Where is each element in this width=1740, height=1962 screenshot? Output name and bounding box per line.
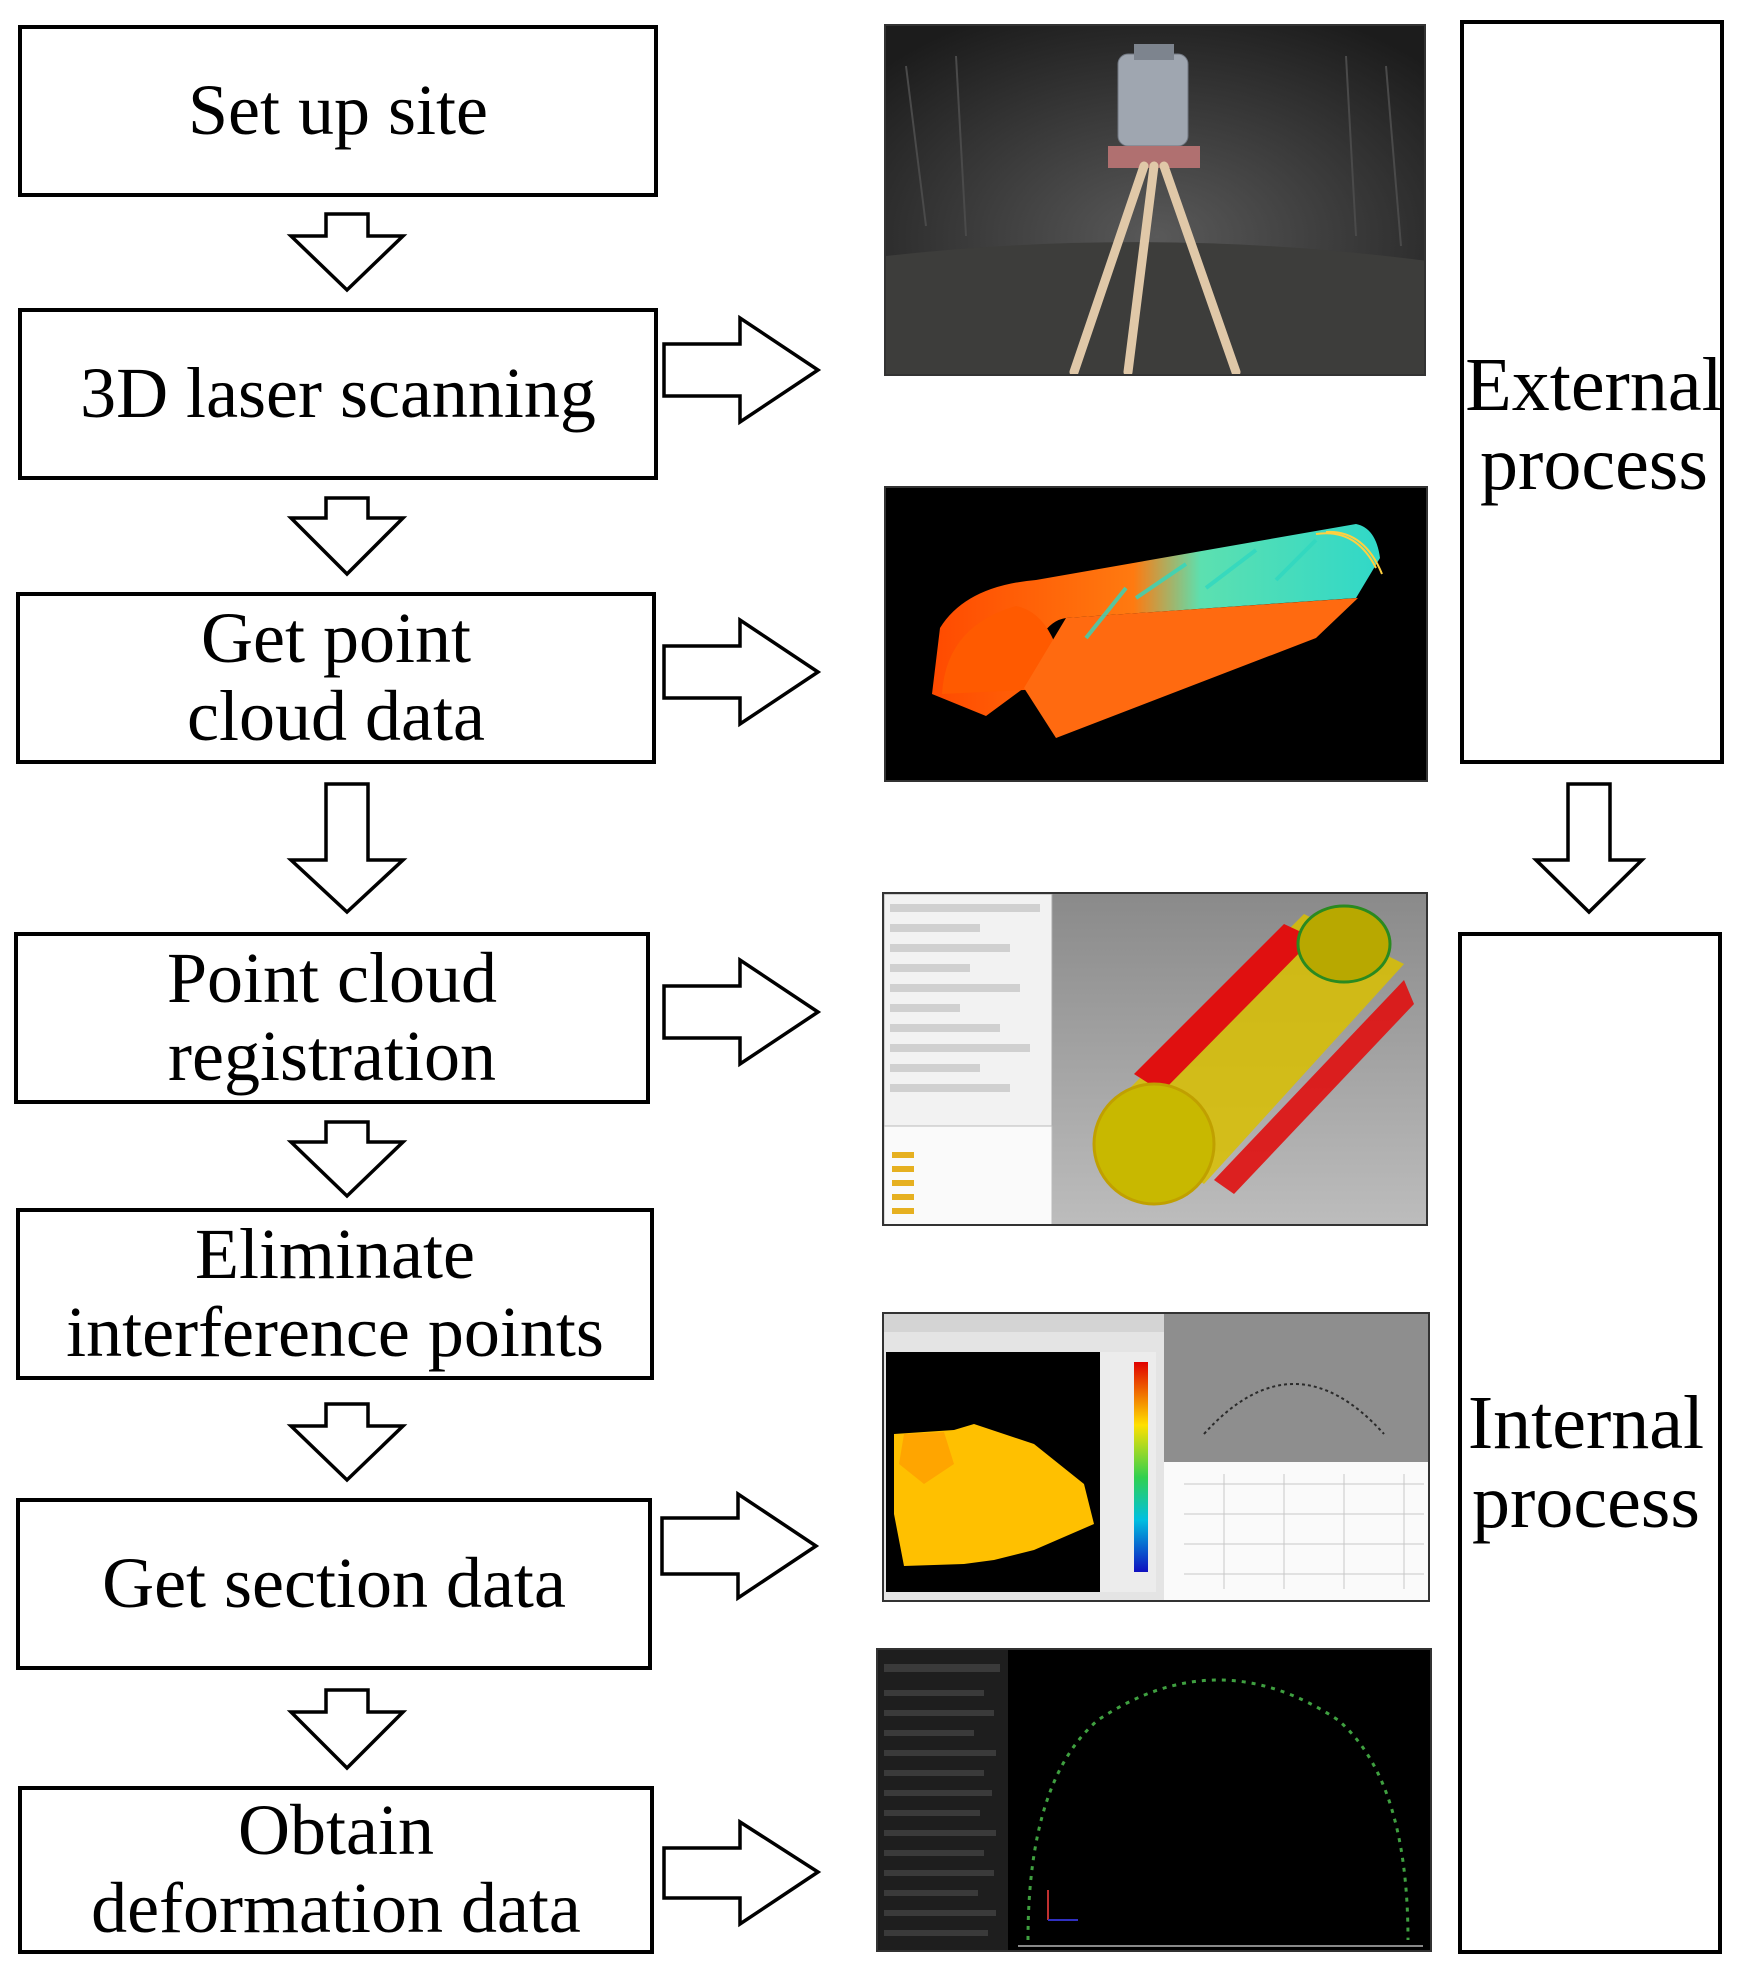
step-eliminate-interference-points: Eliminate interference points: [16, 1208, 654, 1380]
step-label-line1: Point cloud: [166, 938, 497, 1019]
down-arrow-5: [286, 1402, 408, 1483]
right-arrow-3: [662, 956, 822, 1068]
step-label-line1: Obtain: [238, 1790, 434, 1871]
step-label: Set up site: [188, 70, 488, 151]
laser-scanner-photo: [884, 24, 1426, 376]
down-arrow-3: [286, 782, 408, 915]
internal-process-line2: process: [1472, 1460, 1700, 1545]
down-arrow-1: [286, 212, 408, 293]
step-label: Get section data: [102, 1543, 566, 1624]
deformation-profile-view: [876, 1648, 1432, 1952]
internal-process-box: [1458, 932, 1722, 1954]
right-arrow-1: [662, 314, 822, 426]
step-label-line1: Get point: [201, 598, 471, 679]
step-label: 3D laser scanning: [80, 353, 596, 434]
right-arrow-2: [662, 616, 822, 728]
step-get-point-cloud-data: Get point cloud data: [16, 592, 656, 764]
step-label-line1: Eliminate: [195, 1214, 475, 1295]
step-label-line2: registration: [168, 1016, 496, 1096]
step-get-section-data: Get section data: [16, 1498, 652, 1670]
external-process-label: External process: [1462, 343, 1726, 507]
step-3d-laser-scanning: 3D laser scanning: [18, 308, 658, 480]
section-extraction-view: [882, 1312, 1430, 1602]
down-arrow-phase: [1531, 782, 1647, 915]
step-set-up-site: Set up site: [18, 25, 658, 197]
external-process-line1: External: [1465, 343, 1723, 427]
down-arrow-2: [286, 496, 408, 577]
step-obtain-deformation-data: Obtain deformation data: [18, 1786, 654, 1954]
down-arrow-4: [286, 1120, 408, 1199]
tunnel-point-cloud: [884, 486, 1428, 782]
external-process-line2: process: [1480, 422, 1708, 507]
external-process-box: [1460, 20, 1724, 764]
right-arrow-4: [660, 1490, 820, 1602]
step-label-line2: deformation data: [91, 1868, 581, 1948]
internal-process-line1: Internal: [1467, 1381, 1705, 1465]
internal-process-label: Internal process: [1456, 1381, 1716, 1545]
down-arrow-6: [286, 1688, 408, 1771]
step-point-cloud-registration: Point cloud registration: [14, 932, 650, 1104]
right-arrow-5: [662, 1818, 822, 1928]
registration-software-view: [882, 892, 1428, 1226]
step-label-line2: interference points: [66, 1292, 604, 1372]
step-label-line2: cloud data: [187, 676, 485, 756]
